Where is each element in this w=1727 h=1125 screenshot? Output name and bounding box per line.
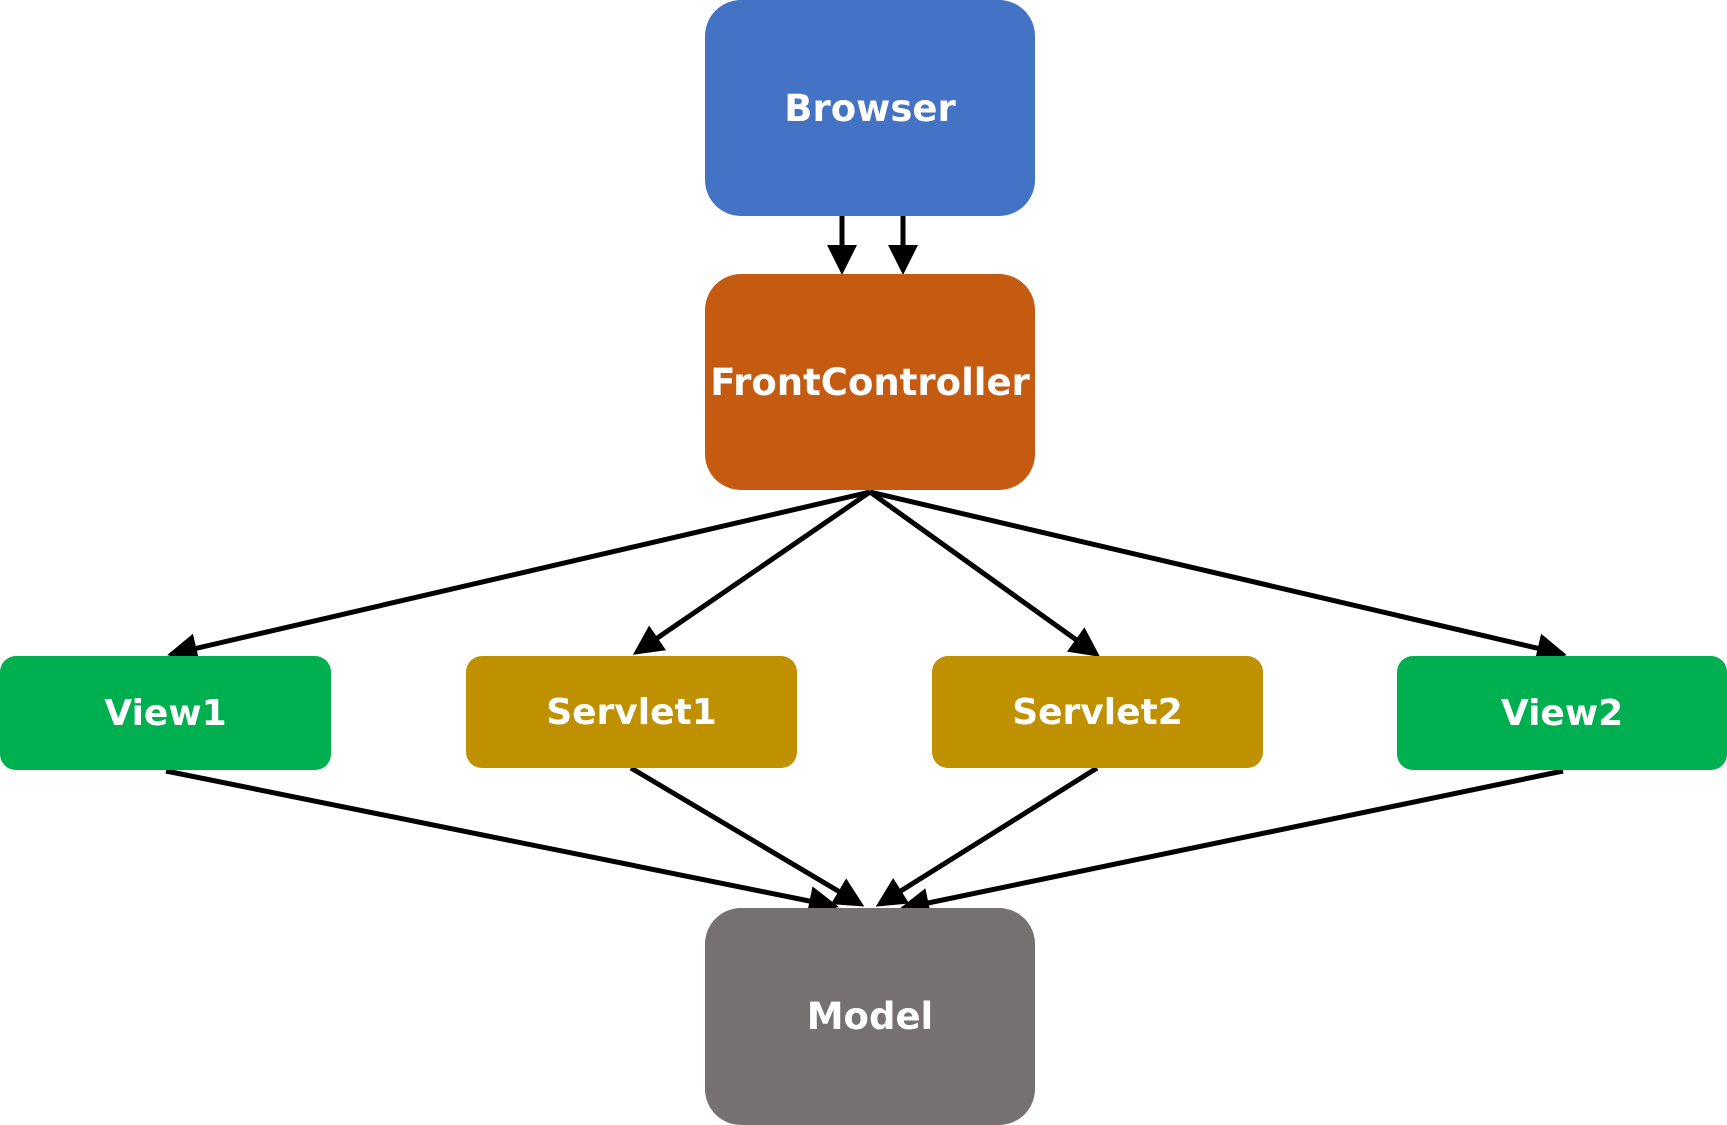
browser-label: Browser [784, 86, 956, 130]
edge-view2-to-model [899, 768, 1564, 918]
frontcontroller-node: FrontController [705, 274, 1035, 490]
servlet1-node: Servlet1 [466, 656, 797, 768]
edge-servlet2-to-model [875, 765, 1099, 907]
edge-frontcontroller-to-view1 [167, 489, 871, 663]
edge-frontcontroller-to-servlet2 [868, 489, 1101, 657]
view1-node: View1 [0, 656, 331, 770]
servlet1-label: Servlet1 [546, 691, 717, 733]
browser-node: Browser [705, 0, 1035, 216]
frontcontroller-label: FrontController [710, 360, 1030, 404]
model-label: Model [806, 995, 934, 1038]
edge-frontcontroller-to-servlet1 [632, 489, 872, 655]
edge-view1-to-model [165, 768, 839, 916]
edge-frontcontroller-to-view2 [869, 489, 1567, 663]
view2-node: View2 [1397, 656, 1727, 770]
edge-servlet1-to-model [629, 765, 865, 907]
model-node: Model [705, 908, 1035, 1125]
servlet2-label: Servlet2 [1012, 691, 1183, 733]
servlet2-node: Servlet2 [932, 656, 1263, 768]
view2-label: View2 [1500, 692, 1624, 734]
view1-label: View1 [104, 692, 227, 734]
